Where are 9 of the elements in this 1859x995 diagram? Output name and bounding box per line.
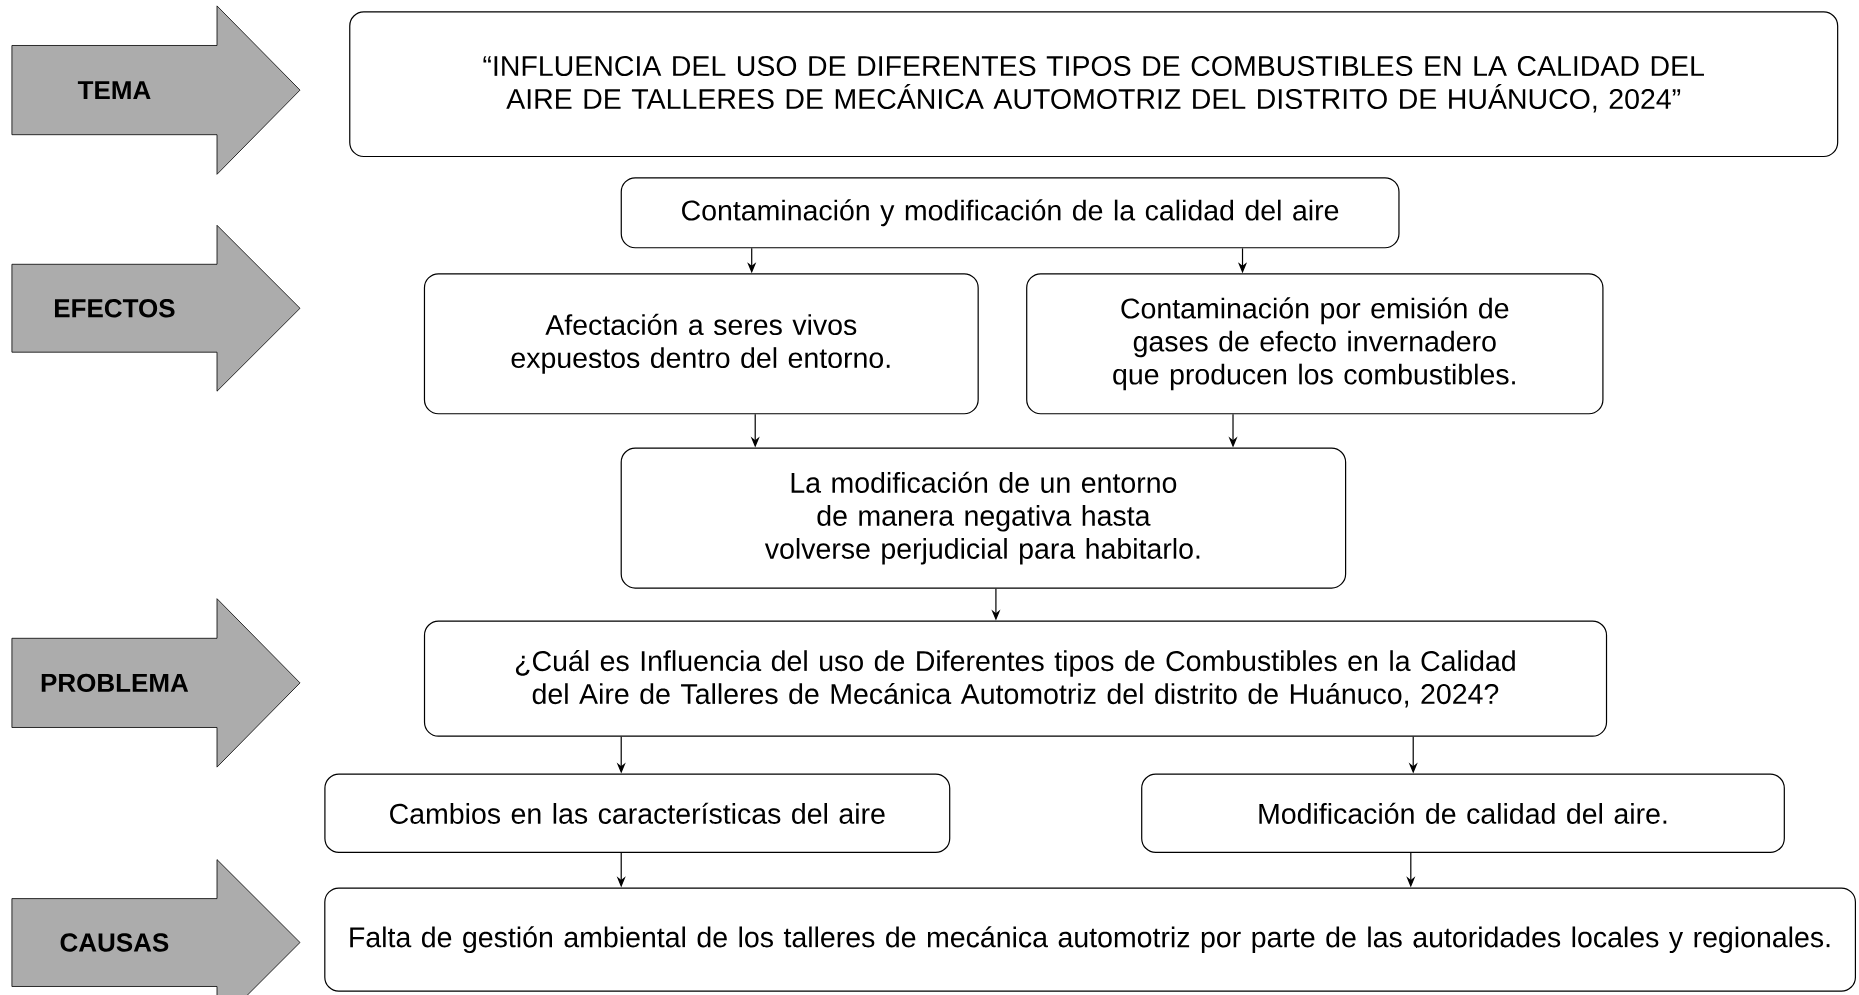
text-box: Contaminación y modificación de la calidad del aire [620,177,1400,249]
text-box: Falta de gestión ambiental de los talleres de mecánica automotriz por parte de las autoridades locales y regionales. [324,887,1856,992]
text-box: “INFLUENCIA DEL USO DE DIFERENTES TIPOS DE COMBUSTIBLES EN LA CALIDAD DEL AIRE DE TALLERES DE MECÁNICA AUTOMOTRIZ DEL DISTRITO DE HUÁNUCO, 2024” [349,11,1839,158]
text-box: ¿Cuál es Influencia del uso de Diferentes tipos de Combustibles en la Calidad del Aire de Talleres de Mecánica Automotriz del distrito de Huánuco, 2024? [423,620,1608,737]
text-box: Modificación de calidad del aire. [1141,773,1785,853]
text-box: Contaminación por emisión de gases de efecto invernadero que producen los combustibles. [1026,273,1604,415]
text-box: La modificación de un entorno de manera negativa hasta volverse perjudicial para habitarlo. [620,447,1347,589]
text-box: Afectación a seres vivos expuestos dentro del entorno. [423,273,979,415]
text-box: Cambios en las características del aire [324,773,951,853]
